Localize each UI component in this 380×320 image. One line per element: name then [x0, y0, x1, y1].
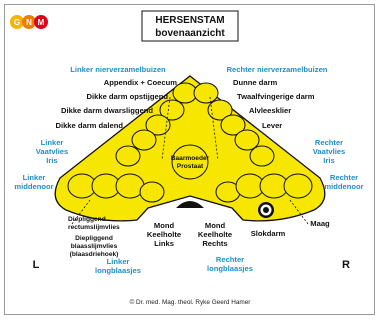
label-linker-vaatvlies-1: Linker	[41, 138, 64, 147]
arrow-lines	[71, 96, 309, 225]
label-linker-middenoor-1: Linker	[23, 173, 46, 182]
logo-letter-m: M	[38, 18, 45, 27]
label-linker-vaatvlies-3: Iris	[46, 156, 57, 165]
gnm-logo: G N M	[10, 15, 48, 29]
label-rechter-middenoor-2: middenoor	[324, 182, 363, 191]
oval-ll-4	[139, 181, 165, 203]
oval-dunne-darm	[207, 99, 233, 121]
label-rechter-longblaasjes-1: Rechter	[216, 255, 244, 264]
oval-alvleesklier	[234, 129, 260, 151]
ovals-lower-left	[67, 173, 165, 203]
label-appendix: Appendix + Coecum	[104, 78, 177, 87]
label-linker-longblaasjes-1: Linker	[107, 257, 130, 266]
label-mond-links-1: Mond	[154, 221, 175, 230]
label-linker-middenoor-2: middenoor	[14, 182, 53, 191]
label-linker-longblaasjes-2: longblaasjes	[95, 266, 141, 275]
oval-twaalfvinger	[220, 114, 246, 136]
label-mond-links-2: Keelholte	[147, 230, 181, 239]
title-box: HERSENSTAM bovenaanzicht	[141, 10, 239, 42]
label-twaalfvingerige-darm: Twaalfvingerige darm	[237, 92, 315, 101]
label-maag: Maag	[310, 219, 330, 228]
oval-dwarsliggend	[131, 129, 157, 151]
label-rechter-middenoor-1: Rechter	[330, 173, 358, 182]
label-dikke-darm-opstijgend: Dikke darm opstijgend	[87, 92, 169, 101]
title-line-2: bovenaanzicht	[155, 28, 225, 39]
oval-lever	[249, 145, 275, 167]
label-dikke-darm-dwarsliggend: Dikke darm dwarsliggend	[61, 106, 153, 115]
label-rechter-nierverzamelbuizen: Rechter nierverzamelbuizen	[227, 65, 328, 74]
ovals-top	[115, 82, 275, 167]
label-rechter-vaatvlies-2: Vaatvlies	[313, 147, 346, 156]
label-rechter-longblaasjes-2: longblaasjes	[207, 264, 253, 273]
oval-center: Baarmoeder Prostaat	[171, 144, 210, 180]
label-diepliggend-blaas-2: blaasslijmvlies	[71, 243, 118, 250]
oval-dalend	[115, 145, 141, 167]
oval-rechter-nier	[193, 82, 219, 104]
label-linker-nierverzamelbuizen: Linker nierverzamelbuizen	[70, 65, 166, 74]
oval-lr-4	[283, 173, 313, 199]
label-alvleesklier: Alvleesklier	[249, 106, 291, 115]
label-dikke-darm-dalend: Dikke darm dalend	[55, 121, 123, 130]
oval-appendix	[159, 99, 185, 121]
logo-circle-m	[34, 15, 48, 29]
side-right-label: R	[342, 259, 350, 271]
label-diepliggend-rectum-1: Diepliggend	[68, 216, 106, 223]
label-mond-links-3: Links	[154, 239, 174, 248]
label-linker-vaatvlies-2: Vaatvlies	[36, 147, 69, 156]
label-rechter-vaatvlies-1: Rechter	[315, 138, 343, 147]
dark-bottom-shape	[176, 201, 204, 208]
logo-circle-g	[10, 15, 24, 29]
logo-letter-n: N	[26, 18, 32, 27]
copyright-text: © Dr. med. Mag. theol. Ryke Geerd Hamer	[130, 298, 252, 306]
label-baarmoeder-2: Prostaat	[177, 163, 204, 170]
figure-frame	[4, 4, 375, 315]
logo-circle-n	[22, 15, 36, 29]
label-slokdarm: Slokdarm	[251, 229, 286, 238]
oval-dikke-opstijgend	[145, 114, 171, 136]
label-diepliggend-rectum-2: rectumslijmvlies	[68, 224, 120, 231]
label-baarmoeder-1: Baarmoeder	[171, 155, 210, 162]
ovals-lower-right	[215, 173, 313, 203]
oval-ll-3	[115, 173, 145, 199]
label-mond-rechts-2: Keelholte	[198, 230, 232, 239]
target-icon	[258, 202, 274, 218]
label-mond-rechts-1: Mond	[205, 221, 226, 230]
side-left-label: L	[33, 259, 40, 271]
label-lever: Lever	[262, 121, 282, 130]
label-dunne-darm: Dunne darm	[233, 78, 278, 87]
label-diepliggend-blaas-3: (blaasdriehoek)	[70, 251, 119, 258]
label-diepliggend-blaas-1: Diepliggend	[75, 235, 113, 242]
logo-letter-g: G	[14, 18, 20, 27]
title-line-1: HERSENSTAM	[155, 15, 224, 26]
label-mond-rechts-3: Rechts	[202, 239, 227, 248]
label-rechter-vaatvlies-3: Iris	[323, 156, 334, 165]
